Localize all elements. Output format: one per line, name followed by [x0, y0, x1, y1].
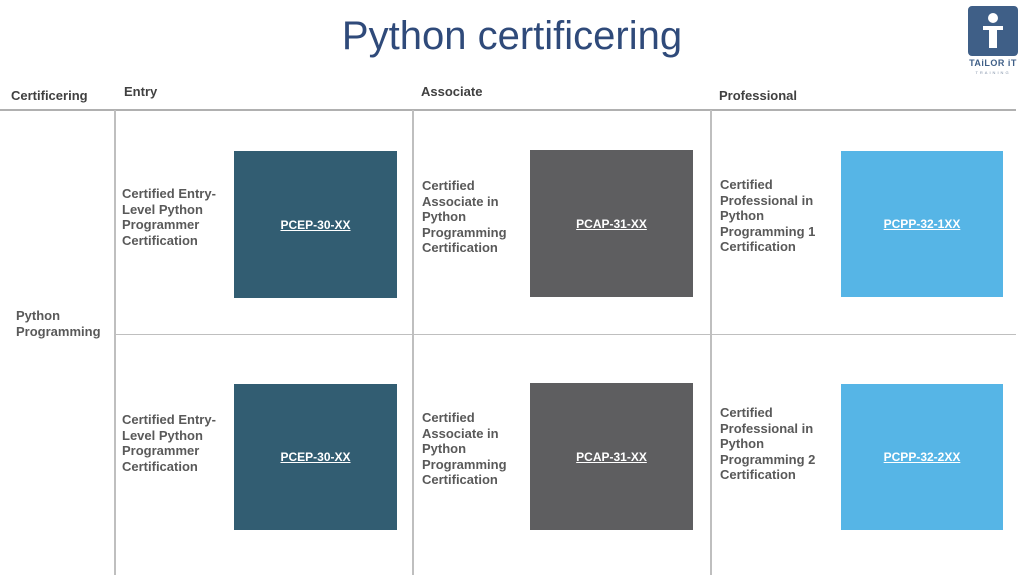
professional-cert-link[interactable]: PCPP-32-2XX	[883, 450, 961, 464]
header-divider	[0, 109, 1016, 111]
row-divider	[115, 334, 1016, 335]
logo-name: TAiLOR iT	[969, 58, 1017, 68]
professional-cert-card: PCPP-32-2XX	[841, 384, 1003, 530]
logo-tagline: TRAINING	[975, 70, 1011, 75]
entry-cert-card: PCEP-30-XX	[234, 151, 397, 298]
column-divider-3	[710, 110, 712, 575]
associate-cert-card: PCAP-31-XX	[530, 150, 693, 297]
professional-cert-card: PCPP-32-1XX	[841, 151, 1003, 297]
logo-person-icon	[968, 6, 1018, 56]
row-label-python-programming: Python Programming	[16, 308, 101, 339]
tailor-it-logo: TAiLOR iT TRAINING	[968, 6, 1018, 76]
associate-cert-link[interactable]: PCAP-31-XX	[576, 216, 647, 231]
professional-description: Certified Professional in Python Program…	[720, 405, 816, 482]
associate-cert-link[interactable]: PCAP-31-XX	[576, 449, 647, 464]
entry-description: Certified Entry-Level Python Programmer …	[122, 186, 216, 248]
header-certificering: Certificering	[11, 88, 88, 103]
column-divider-1	[114, 110, 116, 575]
header-professional: Professional	[719, 88, 798, 103]
page-title: Python certificering	[341, 14, 683, 58]
professional-cert-link[interactable]: PCPP-32-1XX	[883, 217, 961, 231]
entry-cert-link[interactable]: PCEP-30-XX	[280, 450, 351, 464]
entry-description: Certified Entry-Level Python Programmer …	[122, 412, 216, 474]
associate-description: Certified Associate in Python Programmin…	[422, 178, 507, 255]
associate-cert-card: PCAP-31-XX	[530, 383, 693, 530]
entry-cert-link[interactable]: PCEP-30-XX	[280, 217, 351, 232]
column-divider-2	[412, 110, 414, 575]
entry-cert-card: PCEP-30-XX	[234, 384, 397, 530]
header-associate: Associate	[421, 84, 483, 99]
associate-description: Certified Associate in Python Programmin…	[422, 410, 507, 487]
header-entry: Entry	[124, 84, 158, 99]
professional-description: Certified Professional in Python Program…	[720, 177, 816, 254]
